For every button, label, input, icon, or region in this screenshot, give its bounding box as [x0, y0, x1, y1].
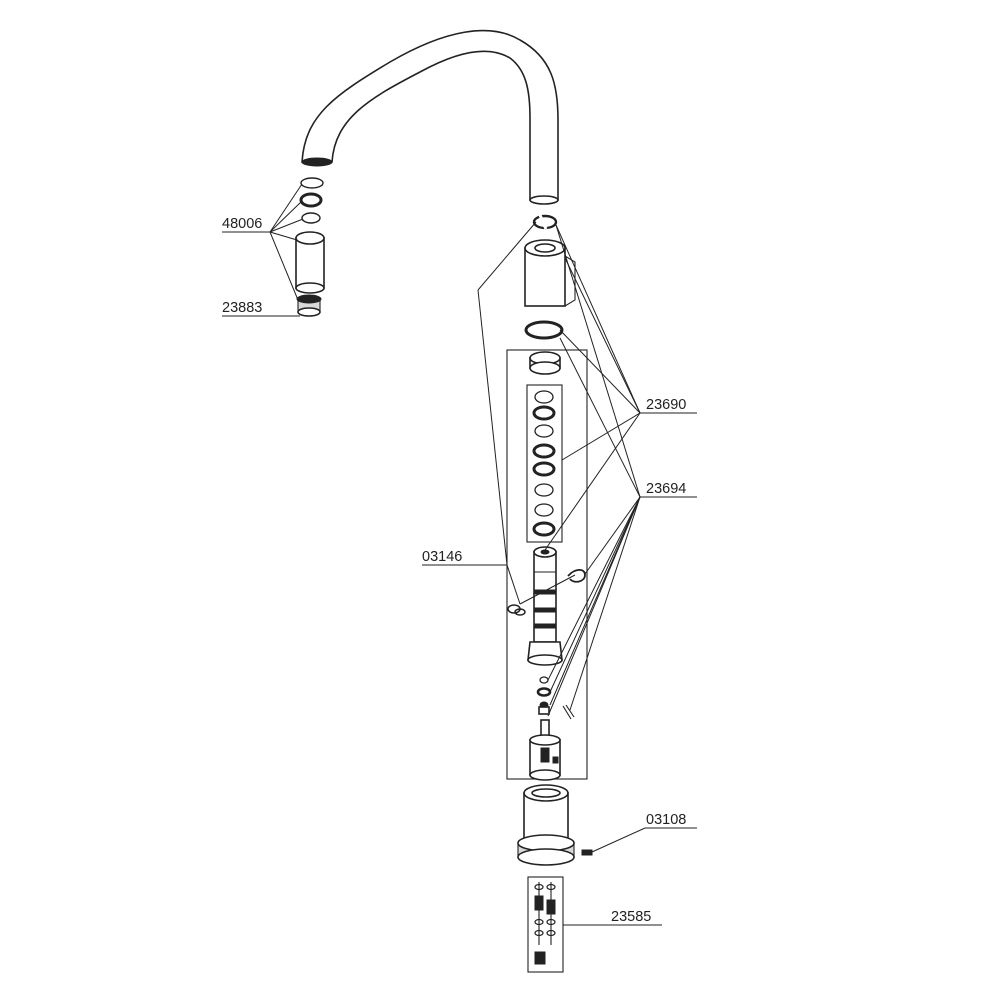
- aerator-washer: [299, 192, 323, 208]
- base-tube: [517, 784, 575, 866]
- aerator-o-ring-2: [301, 212, 321, 224]
- label-23694: 23694: [646, 481, 686, 497]
- grub-screw: [581, 849, 593, 856]
- fixing-kit: [534, 882, 556, 965]
- cartridge-nut: [529, 351, 561, 375]
- aerator-body: [295, 231, 325, 294]
- aerator-insert: [296, 294, 322, 317]
- diverter-body: [527, 546, 563, 666]
- aerator-stack: [295, 177, 325, 317]
- spout-sleeve: [524, 239, 576, 307]
- large-o-ring: [524, 320, 564, 340]
- label-03108: 03108: [646, 812, 686, 828]
- thermostatic-cartridge: [529, 719, 561, 781]
- small-clip-left: [507, 604, 526, 616]
- aerator-o-ring-1: [300, 177, 324, 189]
- label-48006: 48006: [222, 216, 262, 232]
- label-23690: 23690: [646, 397, 686, 413]
- o-ring-set: [532, 390, 556, 537]
- spout-clip-ring: [532, 214, 558, 230]
- spout: [301, 29, 559, 205]
- label-03146: 03146: [422, 549, 462, 565]
- small-clip-right: [567, 568, 586, 583]
- o-ring-set-box: [526, 384, 563, 543]
- label-23585: 23585: [611, 909, 651, 925]
- label-23883: 23883: [222, 300, 262, 316]
